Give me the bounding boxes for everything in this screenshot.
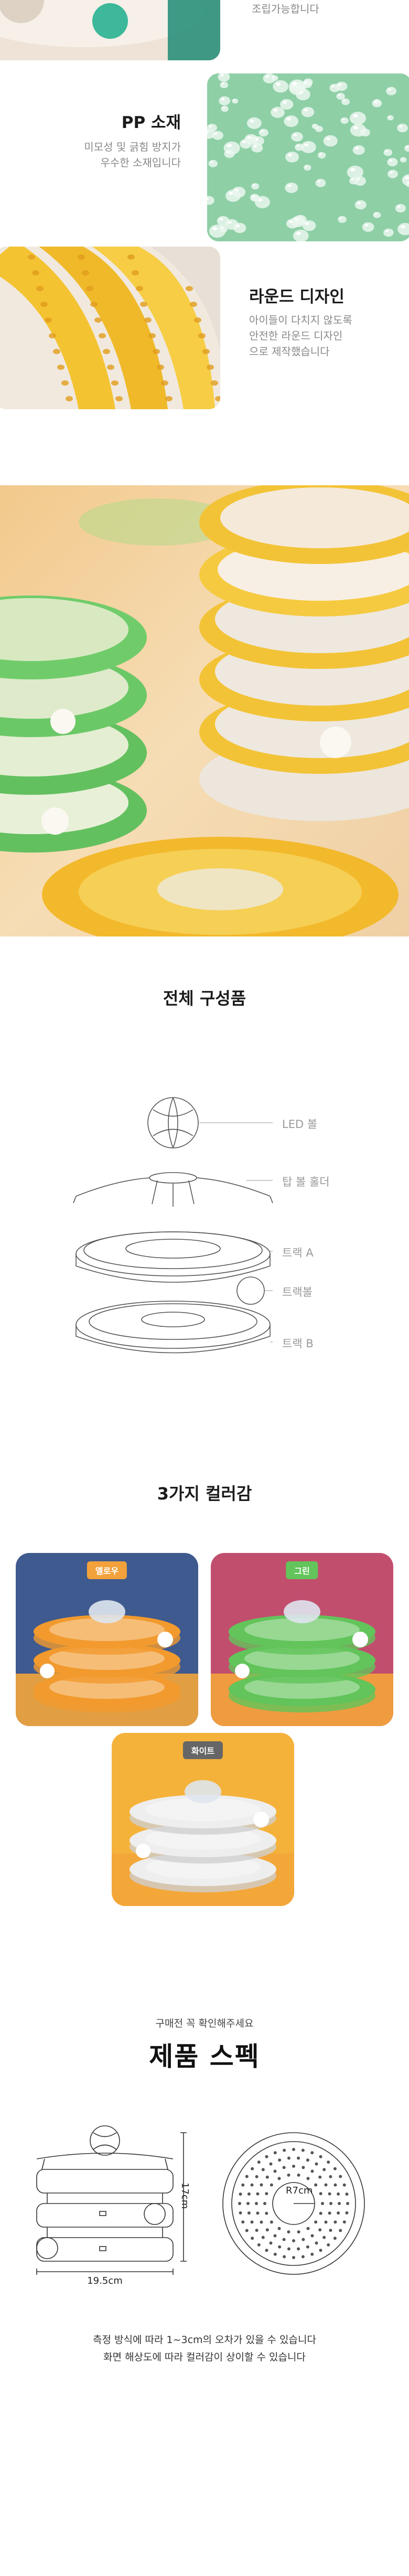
feature-round-title: 라운드 디자인 bbox=[249, 288, 345, 306]
colors-title: 3가지 컬러감 bbox=[157, 1484, 252, 1504]
feature-pp-desc-2: 우수한 소재입니다 bbox=[100, 156, 181, 169]
spec-note-1: 측정 방식에 따라 1~3cm의 오차가 있을 수 있습니다 bbox=[93, 2334, 316, 2346]
round-design-image bbox=[0, 247, 220, 409]
spec-width: 19.5cm bbox=[87, 2275, 123, 2286]
lifestyle-photo bbox=[0, 485, 409, 936]
feature-round-desc-2: 안전한 라운드 디자인 bbox=[249, 329, 343, 342]
color-card-green: 그린 bbox=[211, 1553, 393, 1726]
track-ball-icon bbox=[236, 1276, 265, 1305]
side-view-drawing bbox=[36, 2125, 174, 2262]
intro-caption: 조립가능합니다 bbox=[252, 3, 319, 15]
track-a-icon bbox=[76, 1231, 271, 1283]
top-view-drawing bbox=[222, 2132, 365, 2275]
label-led-ball: LED 볼 bbox=[282, 1118, 318, 1131]
intro-product-image bbox=[0, 0, 220, 60]
label-ball-holder: 탑 볼 홀더 bbox=[282, 1176, 330, 1188]
label-track-a: 트랙 A bbox=[282, 1247, 314, 1259]
spec-note-2: 화면 해상도에 따라 컬러감이 상이할 수 있습니다 bbox=[103, 2351, 306, 2363]
label-track-b: 트랙 B bbox=[282, 1337, 314, 1350]
feature-pp-desc-1: 미모성 및 긁힘 방지가 bbox=[84, 141, 181, 153]
spec-title: 제품 스펙 bbox=[149, 2041, 260, 2072]
feature-round: 라운드 디자인 아이들이 다치지 않도록 안전한 라운드 디자인 으로 제작했습… bbox=[0, 236, 409, 425]
spec-subtitle: 구매전 꼭 확인해주세요 bbox=[155, 2018, 254, 2029]
feature-round-desc-1: 아이들이 다치지 않도록 bbox=[249, 314, 352, 326]
label-track-ball: 트랙볼 bbox=[282, 1286, 313, 1298]
track-b-icon bbox=[76, 1301, 271, 1354]
ball-holder-icon bbox=[73, 1172, 273, 1207]
color-badge-green: 그린 bbox=[286, 1561, 318, 1579]
color-card-white: 화이트 bbox=[112, 1733, 294, 1906]
color-badge-white: 화이트 bbox=[182, 1741, 223, 1759]
spec-height: 17cm bbox=[179, 2183, 190, 2209]
spec-diagram: 17cm 19.5cm R7cm bbox=[16, 2112, 393, 2290]
color-badge-yellow: 옐로우 bbox=[87, 1561, 127, 1579]
intro-block: 조립가능합니다 bbox=[0, 0, 409, 63]
spec-radius: R7cm bbox=[286, 2185, 313, 2196]
color-card-yellow: 옐로우 bbox=[16, 1553, 198, 1726]
components-diagram bbox=[52, 1073, 304, 1367]
led-ball-icon bbox=[147, 1097, 199, 1148]
feature-pp: PP 소재 미모성 및 긁힘 방지가 우수한 소재입니다 bbox=[0, 63, 409, 241]
pp-pellets-image bbox=[207, 73, 409, 241]
feature-pp-title: PP 소재 bbox=[121, 113, 181, 132]
components-title: 전체 구성품 bbox=[163, 988, 246, 1008]
feature-round-desc-3: 으로 제작했습니다 bbox=[249, 345, 330, 358]
